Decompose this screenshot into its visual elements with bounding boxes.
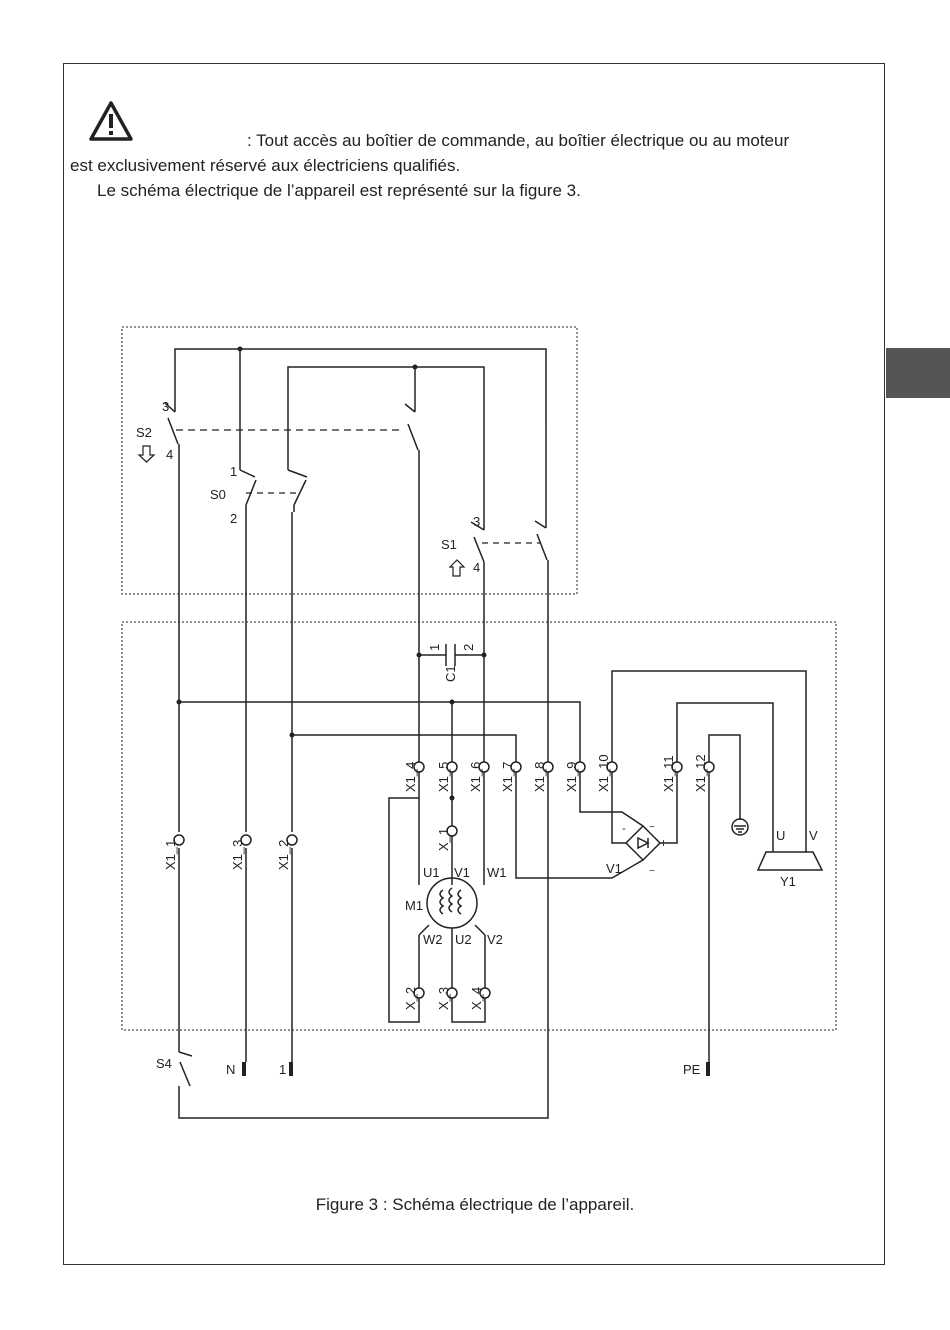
c1-pin2: 2 — [461, 644, 476, 651]
terminal-x1-4: X1_4 — [403, 762, 418, 792]
page-frame — [63, 63, 885, 1265]
electrical-box-outline — [121, 621, 837, 1031]
s2-pin3: 3 — [162, 399, 169, 414]
valve-v-label: V — [809, 828, 818, 843]
terminal-x1-1: X1_1 — [163, 840, 178, 870]
w1-label: W1 — [487, 865, 507, 880]
v1-rectifier-label: V1 — [606, 861, 622, 876]
terminal-x1-9: X1_9 — [564, 762, 579, 792]
valve-u-label: U — [776, 828, 785, 843]
terminal-x-3: X_3 — [436, 987, 451, 1010]
bridge-ac1: ~ — [649, 822, 655, 833]
warning-icon — [89, 101, 133, 141]
bridge-plus: + — [660, 836, 667, 850]
warning-text-line2: est exclusivement réservé aux électricie… — [70, 156, 461, 175]
v1-winding-label: V1 — [454, 865, 470, 880]
s0-label: S0 — [210, 487, 226, 502]
s0-pin2: 2 — [230, 511, 237, 526]
terminal-x1-7: X1_7 — [500, 762, 515, 792]
bridge-ac2: ~ — [649, 866, 655, 877]
s1-pin3: 3 — [473, 514, 480, 529]
neutral-label: N — [226, 1062, 235, 1077]
y1-label: Y1 — [780, 874, 796, 889]
terminal-x1-5: X1_5 — [436, 762, 451, 792]
terminal-x-1: X_1 — [436, 828, 451, 851]
s0-pin1: 1 — [230, 464, 237, 479]
u2-label: U2 — [455, 932, 472, 947]
c1-pin1: 1 — [427, 644, 442, 651]
terminal-x1-2: X1_2 — [276, 840, 291, 870]
terminal-x1-3: X1_3 — [230, 840, 245, 870]
w2-label: W2 — [423, 932, 443, 947]
u1-label: U1 — [423, 865, 440, 880]
pe-label: PE — [683, 1062, 701, 1077]
terminal-x-2: X_2 — [403, 987, 418, 1010]
s2-label: S2 — [136, 425, 152, 440]
warning-text-line1: : Tout accès au boîtier de commande, au … — [247, 131, 790, 150]
s4-label: S4 — [156, 1056, 172, 1071]
warning-text-line3: Le schéma électrique de l’appareil est r… — [97, 181, 581, 200]
terminal-x1-12: X1_12 — [693, 754, 708, 792]
s1-label: S1 — [441, 537, 457, 552]
phase-label: 1 — [279, 1062, 286, 1077]
v2-label: V2 — [487, 932, 503, 947]
bridge-minus: - — [622, 823, 626, 835]
terminal-x1-11: X1_11 — [661, 755, 676, 792]
s2-pin4: 4 — [166, 447, 173, 462]
figure-caption: Figure 3 : Schéma électrique de l’appare… — [315, 1195, 635, 1214]
c1-label: C1 — [443, 665, 458, 682]
terminal-x1-8: X1_8 — [532, 762, 547, 792]
s1-pin4: 4 — [473, 560, 480, 575]
section-tab — [886, 348, 950, 398]
m1-label: M1 — [405, 898, 423, 913]
control-box-outline — [121, 326, 578, 595]
terminal-x1-6: X1_6 — [468, 762, 483, 792]
terminal-x-4: X_4 — [469, 987, 484, 1010]
terminal-x1-10: X1_10 — [596, 754, 611, 792]
